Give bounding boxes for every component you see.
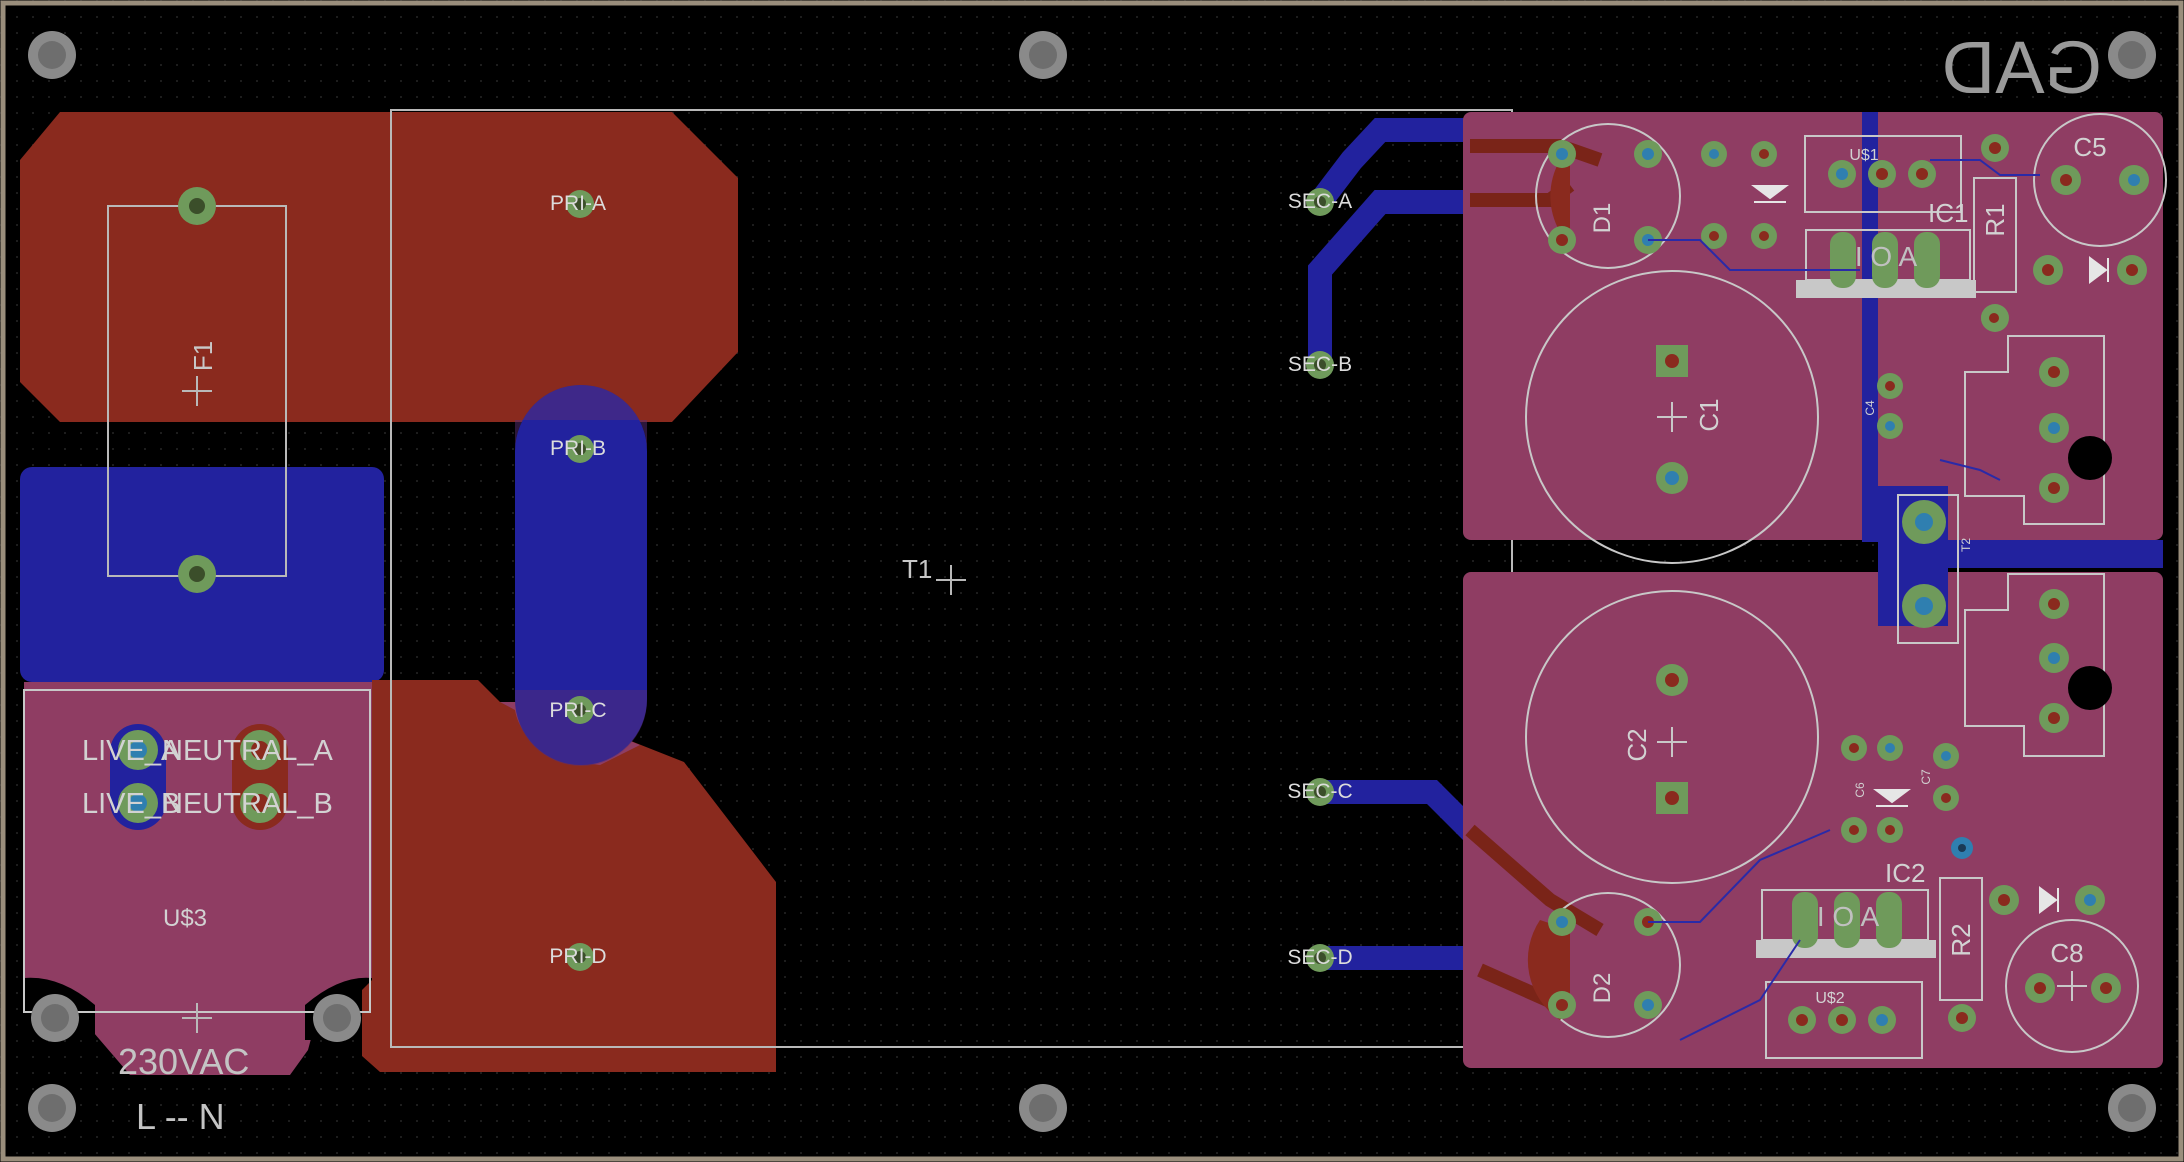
- label-t2: T2: [1959, 538, 1973, 552]
- diode-bottom: [1989, 885, 2105, 915]
- label-r2: R2: [1946, 923, 1976, 956]
- label-c5: C5: [2073, 132, 2106, 162]
- rectifier-d1: [1535, 123, 1681, 269]
- trimmer-bottom: [1964, 573, 2112, 757]
- mount-hole-bm: [1019, 1084, 1067, 1132]
- diode-top: [2033, 255, 2147, 285]
- mount-hole-tr: [2108, 31, 2156, 79]
- label-c6: C6: [1853, 782, 1867, 798]
- capacitor-c2: [1525, 590, 1819, 884]
- pri-b-pad: [566, 435, 594, 463]
- label-c4: C4: [1863, 400, 1877, 416]
- label-pri-d: PRI-D: [549, 945, 606, 968]
- top-trace-sec-c: [1465, 824, 1604, 937]
- fuse-pad-top: [178, 187, 216, 225]
- label-pri-a: PRI-A: [550, 192, 606, 215]
- trace-sec-a-b: [1308, 190, 1470, 365]
- label-d1: D1: [1589, 203, 1616, 234]
- label-r1: R1: [1980, 203, 2010, 236]
- mount-hole-tl: [28, 31, 76, 79]
- copper-pour-right-top: [1463, 112, 2163, 540]
- sec-a-pad: [1306, 188, 1334, 216]
- mount-hole-tm: [1019, 31, 1067, 79]
- label-sec-c: SEC-C: [1287, 780, 1352, 803]
- label-sec-b: SEC-B: [1288, 353, 1352, 376]
- regulator-ic2: [1756, 889, 1936, 958]
- mount-hole-ml: [31, 994, 79, 1042]
- small-pads: [1701, 141, 2007, 859]
- strap-bottom-overlap: [515, 690, 647, 766]
- label-sec-a: SEC-A: [1288, 190, 1352, 213]
- label-c2: C2: [1622, 728, 1652, 761]
- label-us3: U$3: [163, 905, 207, 932]
- mount-hole-bl: [28, 1084, 76, 1132]
- fuse-pad-bottom: [178, 555, 216, 593]
- label-live-a: LIVE_A: [82, 735, 181, 767]
- label-us2: U$2: [1815, 990, 1844, 1007]
- pri-c-pad: [566, 696, 594, 724]
- trimmer-top: [1964, 335, 2112, 525]
- bottom-strap-pri-bc: [515, 385, 647, 765]
- label-live-b: LIVE_B: [82, 788, 180, 820]
- capacitor-c8: [2005, 919, 2139, 1053]
- capacitor-c1: [1525, 270, 1819, 564]
- thin-bottom-traces: [1648, 159, 2040, 1041]
- trace-sec-a: [1310, 118, 1470, 210]
- label-pri-c: PRI-C: [549, 699, 606, 722]
- live-pads: [110, 724, 166, 830]
- mount-hole-mr: [313, 994, 361, 1042]
- regulator-ic1: [1796, 229, 1976, 298]
- label-230vac: 230VAC: [118, 1041, 249, 1082]
- resistor-r2: [1939, 877, 1983, 1032]
- label-l-n: L -- N: [136, 1096, 225, 1137]
- rectifier-d2: [1527, 892, 1681, 1038]
- copper-pour-top-left: [20, 112, 738, 422]
- strap-top-cap-overlap: [515, 385, 647, 451]
- pri-d-pad: [566, 943, 594, 971]
- label-t1: T1: [902, 554, 932, 584]
- sec-d-pad: [1306, 944, 1334, 972]
- bottom-copper-vertical-bus: [1862, 112, 1878, 542]
- pri-a-pad: [566, 190, 594, 218]
- label-ic2-pins: I O A: [1817, 901, 1880, 932]
- label-ic1: IC1: [1928, 198, 1968, 228]
- sec-c-pad: [1306, 778, 1334, 806]
- label-sec-d: SEC-D: [1287, 946, 1352, 969]
- footprint-us1: [1804, 135, 1962, 213]
- label-neutral-b: NEUTRAL_B: [162, 788, 333, 820]
- neutral-pads: [232, 724, 288, 830]
- copper-pour-right-bottom: [1463, 572, 2163, 1068]
- label-c7: C7: [1919, 769, 1933, 785]
- label-pri-b: PRI-B: [550, 437, 606, 460]
- label-c1: C1: [1694, 398, 1724, 431]
- label-f1: F1: [188, 341, 218, 371]
- mirrored-logo-text: GAD: [1942, 26, 2102, 109]
- label-ic1-pins: I O A: [1855, 241, 1918, 272]
- sec-b-pad: [1306, 351, 1334, 379]
- capacitor-c5: [2033, 113, 2167, 247]
- label-c8: C8: [2050, 938, 2083, 968]
- label-ic2: IC2: [1885, 858, 1925, 888]
- footprint-us2: [1765, 981, 1923, 1059]
- mount-hole-br: [2108, 1084, 2156, 1132]
- copper-pour-top-pri-cd: [362, 680, 776, 1072]
- transistor-t2: [1897, 494, 1959, 644]
- label-neutral-a: NEUTRAL_A: [162, 735, 333, 767]
- label-d2: D2: [1589, 973, 1616, 1004]
- label-us1: U$1: [1849, 147, 1878, 164]
